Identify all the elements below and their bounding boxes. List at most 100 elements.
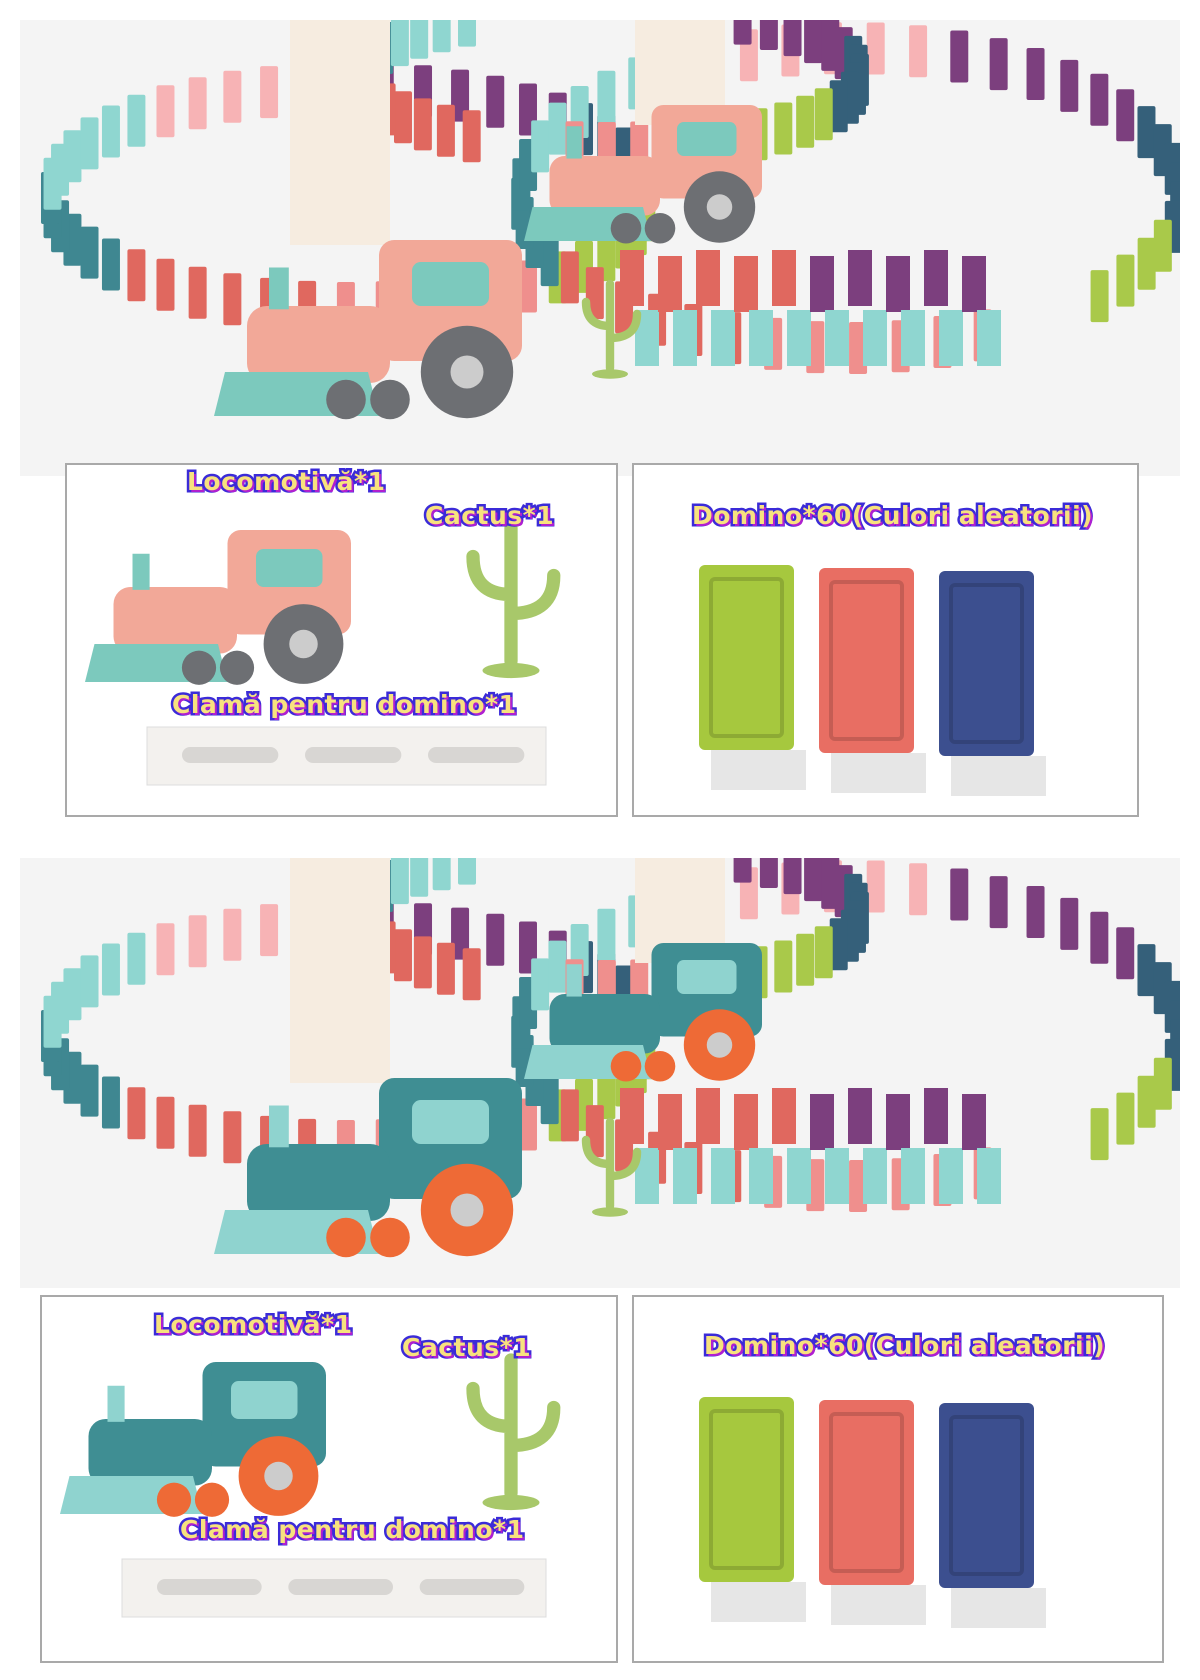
- domino-piece: [901, 310, 925, 366]
- domino-piece: [711, 1148, 735, 1204]
- domino-piece: [1153, 219, 1172, 272]
- locomotive: [59, 1362, 326, 1517]
- domino-piece: [451, 69, 470, 122]
- domino-piece: [188, 1104, 207, 1157]
- domino-piece: [223, 273, 242, 326]
- cactus-base: [482, 662, 540, 679]
- domino-piece: [749, 1148, 773, 1204]
- cactus-base: [592, 369, 628, 379]
- domino-piece: [772, 1088, 796, 1144]
- domino-piece: [774, 940, 793, 993]
- domino-piece: [1090, 911, 1109, 964]
- locomotive-back: [524, 943, 762, 1082]
- domino-piece: [462, 948, 481, 1001]
- domino-piece: [759, 20, 778, 50]
- locomotive-back: [524, 105, 762, 244]
- domino-piece: [774, 102, 793, 155]
- domino-piece: [436, 942, 455, 995]
- domino-piece: [80, 117, 99, 170]
- train-boiler: [549, 994, 660, 1054]
- clip-slot: [428, 747, 525, 763]
- clip-slot: [419, 1579, 525, 1595]
- product-photo-pink-train: [20, 20, 1180, 476]
- domino-piece: [866, 22, 885, 75]
- train-wheel-hub: [450, 1193, 484, 1227]
- contents-box-pink: Locomotivă*1 Cactus*1 Clamă pentru domin…: [65, 463, 618, 817]
- clip-slot: [305, 747, 402, 763]
- domino-piece: [127, 94, 146, 147]
- sample-domino: [939, 571, 1034, 756]
- domino-piece: [989, 876, 1008, 929]
- domino-piece: [390, 20, 409, 67]
- domino-shadow: [831, 753, 926, 793]
- domino-piece: [156, 258, 175, 311]
- domino-piece: [658, 1094, 682, 1150]
- train-small-wheel: [181, 650, 217, 685]
- train-small-wheel: [370, 379, 410, 420]
- cactus-stem: [466, 1353, 561, 1500]
- domino-piece: [950, 868, 969, 921]
- domino-piece: [188, 915, 207, 968]
- domino-piece: [540, 1072, 559, 1125]
- train-small-wheel: [326, 1217, 366, 1258]
- domino-piece: [101, 1076, 120, 1129]
- domino-shadow: [711, 1582, 806, 1622]
- train-chimney: [132, 553, 150, 590]
- domino-clip: [121, 1558, 547, 1618]
- domino-piece: [733, 858, 752, 883]
- domino-piece: [849, 1159, 868, 1212]
- domino-piece: [1090, 270, 1109, 323]
- domino-shadow: [711, 750, 806, 790]
- domino-piece: [393, 91, 412, 144]
- domino-piece: [560, 1089, 579, 1142]
- domino-piece: [413, 98, 432, 151]
- domino-inset: [829, 580, 904, 741]
- domino-piece: [156, 1096, 175, 1149]
- cactus-icon: [466, 521, 561, 679]
- domino-inset: [949, 1415, 1024, 1576]
- domino-piece: [814, 88, 833, 141]
- domino-piece: [393, 929, 412, 982]
- domino-piece: [814, 926, 833, 979]
- domino-inset: [829, 1412, 904, 1573]
- domino-label: Domino*60(Culori aleatorii): [701, 1329, 1107, 1363]
- domino-piece: [432, 858, 451, 891]
- domino-piece: [909, 25, 928, 78]
- train-number-plate: [231, 1381, 298, 1419]
- domino-piece: [1116, 927, 1135, 980]
- train-boiler: [113, 587, 237, 654]
- train-number-plate: [412, 1100, 489, 1144]
- domino-piece: [432, 20, 451, 53]
- domino-piece: [886, 256, 910, 312]
- cactus-label: Cactus*1: [422, 499, 556, 533]
- domino-piece: [223, 1111, 242, 1164]
- domino-piece: [127, 932, 146, 985]
- train-wheel-hub: [706, 1032, 733, 1058]
- domino-piece: [1090, 73, 1109, 126]
- cactus-label: Cactus*1: [399, 1331, 533, 1365]
- domino-piece: [410, 858, 429, 897]
- cactus-icon: [581, 1117, 642, 1217]
- domino-piece: [772, 250, 796, 306]
- domino-piece: [548, 940, 567, 993]
- domino-piece: [829, 80, 848, 133]
- domino-piece: [451, 907, 470, 960]
- locomotive-front: [214, 240, 522, 420]
- train-chimney: [107, 1385, 125, 1422]
- domino-piece: [924, 250, 948, 306]
- domino-piece: [749, 310, 773, 366]
- domino-piece: [1026, 885, 1045, 938]
- train-number-plate: [677, 122, 737, 156]
- domino-piece: [486, 75, 505, 128]
- domino-piece: [390, 858, 409, 905]
- locomotive-label: Locomotivă*1: [151, 1308, 354, 1342]
- locomotive-front: [214, 1078, 522, 1258]
- domino-piece: [63, 968, 82, 1021]
- domino-piece: [127, 249, 146, 302]
- train-wheel-hub: [289, 629, 318, 659]
- train-chimney: [269, 1105, 289, 1148]
- domino-piece: [223, 908, 242, 961]
- train-small-wheel: [644, 212, 676, 244]
- domino-inset: [709, 577, 784, 738]
- train-small-wheel: [219, 650, 255, 685]
